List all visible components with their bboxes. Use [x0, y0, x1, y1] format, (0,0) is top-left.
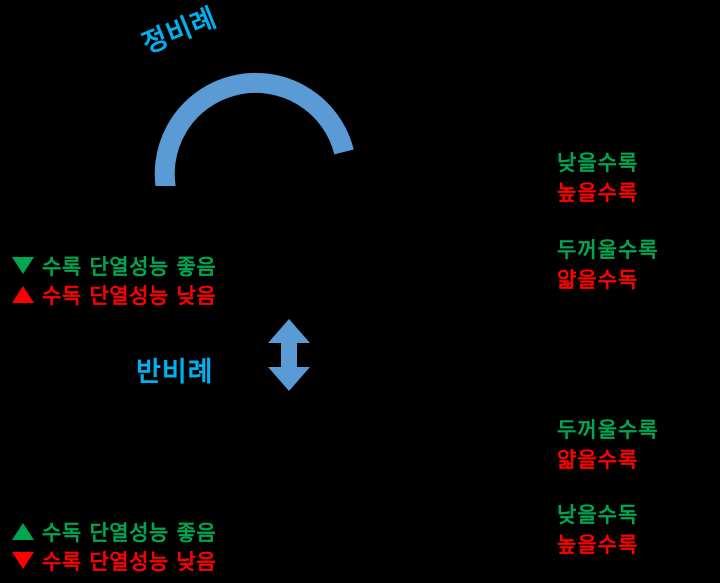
legend-upper: 수록 단열성능 좋음 수독 단열성능 낮음 — [12, 251, 216, 309]
right-line-green: 낮을수독 — [557, 503, 639, 527]
inverse-proportional-label: 반비례 — [136, 357, 214, 388]
proportional-label: 정비례 — [138, 2, 222, 61]
triangle-down-red-icon — [12, 552, 34, 569]
legend-row: 수독 단열성능 좋음 — [12, 517, 216, 546]
right-line-green: 두꺼울수록 — [557, 238, 659, 262]
right-block-4: 낮을수독 높을수록 — [557, 500, 638, 560]
legend-row: 수독 단열성능 낮음 — [12, 280, 216, 309]
inverse-proportional-arrow — [265, 317, 313, 393]
right-line-red: 높을수록 — [557, 533, 639, 557]
triangle-down-green-icon — [12, 257, 34, 274]
legend-row-label: 수독 단열성능 낮음 — [42, 283, 217, 308]
legend-row: 수록 단열성능 낮음 — [12, 546, 216, 575]
right-block-3: 두꺼울수록 얇을수록 — [557, 415, 659, 475]
right-block-1: 낮을수록 높을수록 — [557, 148, 638, 208]
double-arrow-icon — [268, 319, 310, 391]
proportional-arc — [148, 56, 363, 186]
right-line-red: 높을수록 — [557, 181, 639, 205]
right-line-red: 얇을수독 — [557, 268, 639, 292]
right-line-green: 두꺼울수록 — [557, 418, 659, 442]
triangle-up-green-icon — [12, 523, 34, 540]
legend-row-label: 수독 단열성능 좋음 — [42, 520, 217, 545]
right-block-2: 두꺼울수록 얇을수독 — [557, 235, 659, 295]
arc-icon — [154, 72, 354, 186]
legend-row-label: 수록 단열성능 낮음 — [42, 549, 217, 574]
legend-row-label: 수록 단열성능 좋음 — [42, 254, 217, 279]
right-line-red: 얇을수록 — [557, 448, 639, 472]
right-line-green: 낮을수록 — [557, 151, 639, 175]
legend-lower: 수독 단열성능 좋음 수록 단열성능 낮음 — [12, 517, 216, 575]
triangle-up-red-icon — [12, 286, 34, 303]
legend-row: 수록 단열성능 좋음 — [12, 251, 216, 280]
